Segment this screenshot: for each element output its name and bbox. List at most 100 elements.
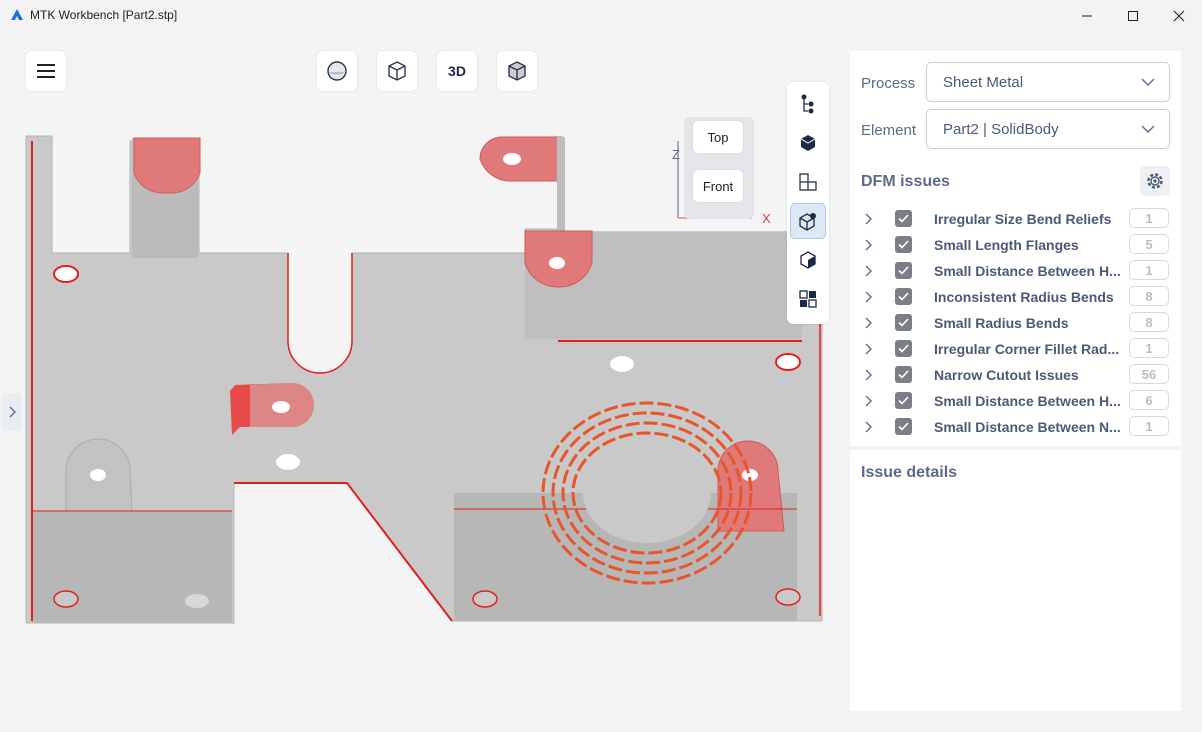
issue-count-badge: 6	[1129, 390, 1169, 410]
sheet-metal-model	[25, 135, 823, 624]
chevron-right-icon[interactable]	[864, 395, 872, 407]
issue-checkbox[interactable]	[895, 314, 912, 331]
maximize-button[interactable]	[1110, 0, 1156, 31]
issue-count-badge: 8	[1129, 312, 1169, 332]
app-logo-icon	[11, 9, 23, 20]
model-tree-button[interactable]	[790, 86, 826, 122]
issue-checkbox[interactable]	[895, 262, 912, 279]
chevron-right-icon[interactable]	[864, 421, 872, 433]
dfm-analysis-button[interactable]	[790, 203, 826, 239]
expand-sidebar-button[interactable]	[2, 393, 22, 431]
issue-count-badge: 1	[1129, 416, 1169, 436]
hamburger-icon	[37, 64, 55, 78]
dfm-settings-button[interactable]	[1140, 166, 1170, 196]
process-label: Process	[861, 75, 916, 92]
issue-row[interactable]: Irregular Corner Fillet Rad... 1	[850, 337, 1181, 363]
solid-view-button[interactable]	[790, 125, 826, 161]
view-cube[interactable]: Top Front	[684, 117, 754, 219]
issue-name: Small Distance Between N...	[934, 419, 1121, 435]
unfold-view-button[interactable]	[790, 242, 826, 278]
issue-row[interactable]: Small Distance Between H... 1	[850, 259, 1181, 285]
issue-checkbox[interactable]	[895, 340, 912, 357]
issue-checkbox[interactable]	[895, 288, 912, 305]
element-select[interactable]: Part2 | SolidBody	[926, 109, 1170, 149]
minimize-button[interactable]	[1064, 0, 1110, 31]
check-icon	[898, 396, 909, 405]
chevron-right-icon[interactable]	[864, 265, 872, 277]
issue-name: Irregular Corner Fillet Rad...	[934, 341, 1120, 357]
process-value: Sheet Metal	[943, 73, 1024, 91]
model-viewport[interactable]: 3D Z X Top Front	[2, 31, 841, 731]
issue-details-title: Issue details	[861, 464, 958, 481]
display-toolbar	[787, 82, 829, 324]
issue-count-badge: 8	[1129, 286, 1169, 306]
element-value: Part2 | SolidBody	[943, 120, 1059, 138]
issue-row[interactable]: Small Distance Between N... 1	[850, 415, 1181, 441]
issue-checkbox[interactable]	[895, 392, 912, 409]
check-icon	[898, 266, 909, 275]
issue-count-badge: 1	[1129, 260, 1169, 280]
flat-pattern-icon	[799, 173, 817, 191]
issue-checkbox[interactable]	[895, 236, 912, 253]
flat-pattern-button[interactable]	[790, 164, 826, 200]
grid-icon	[799, 290, 817, 308]
check-icon	[898, 240, 909, 249]
shaded-view-button[interactable]	[317, 51, 357, 91]
check-icon	[898, 370, 909, 379]
issue-count-badge: 1	[1129, 338, 1169, 358]
issue-count-badge: 1	[1129, 208, 1169, 228]
tree-icon	[801, 94, 814, 114]
issue-row[interactable]: Small Radius Bends 8	[850, 311, 1181, 337]
issue-name: Inconsistent Radius Bends	[934, 289, 1114, 305]
maximize-icon	[1128, 10, 1138, 21]
chevron-down-icon	[1141, 78, 1155, 86]
view-3d-button[interactable]: 3D	[437, 51, 477, 91]
element-label: Element	[861, 122, 917, 139]
issue-count-badge: 56	[1129, 364, 1169, 384]
issue-name: Narrow Cutout Issues	[934, 367, 1079, 383]
chevron-right-icon[interactable]	[864, 343, 872, 355]
issue-name: Small Radius Bends	[934, 315, 1069, 331]
layout-view-button[interactable]	[790, 281, 826, 317]
solid-cube-icon	[800, 135, 816, 151]
axis-z-label: Z	[672, 147, 680, 162]
cube-shaded-icon	[508, 61, 526, 81]
cube-outline-icon	[388, 61, 406, 81]
chevron-right-icon[interactable]	[864, 369, 872, 381]
check-icon	[898, 318, 909, 327]
issue-checkbox[interactable]	[895, 366, 912, 383]
view-cube-front[interactable]: Front	[693, 170, 743, 202]
chevron-right-icon[interactable]	[864, 239, 872, 251]
check-icon	[898, 344, 909, 353]
process-select[interactable]: Sheet Metal	[926, 62, 1170, 102]
issue-name: Small Distance Between H...	[934, 393, 1121, 409]
title-bar: MTK Workbench [Part2.stp]	[0, 0, 1202, 31]
issue-checkbox[interactable]	[895, 418, 912, 435]
dfm-issues-title: DFM issues	[861, 173, 950, 190]
axis-x-label: X	[762, 211, 771, 226]
isometric-view-button[interactable]	[377, 51, 417, 91]
issue-row[interactable]: Narrow Cutout Issues 56	[850, 363, 1181, 389]
section-divider	[850, 446, 1181, 450]
chevron-right-icon	[9, 406, 16, 418]
issue-checkbox[interactable]	[895, 210, 912, 227]
sphere-icon	[327, 61, 347, 81]
chevron-right-icon[interactable]	[864, 317, 872, 329]
cube-highlight-icon	[799, 213, 816, 231]
window-title: MTK Workbench [Part2.stp]	[30, 8, 178, 22]
issue-row[interactable]: Small Distance Between H... 6	[850, 389, 1181, 415]
dfm-panel: Process Sheet Metal Element Part2 | Soli…	[850, 51, 1181, 711]
issue-row[interactable]: Inconsistent Radius Bends 8	[850, 285, 1181, 311]
check-icon	[898, 422, 909, 431]
close-button[interactable]	[1156, 0, 1202, 31]
menu-button[interactable]	[26, 51, 66, 91]
close-icon	[1173, 10, 1185, 21]
chevron-right-icon[interactable]	[864, 291, 872, 303]
view-cube-top[interactable]: Top	[693, 121, 743, 153]
chevron-right-icon[interactable]	[864, 213, 872, 225]
issue-name: Small Distance Between H...	[934, 263, 1121, 279]
check-icon	[898, 214, 909, 223]
wireframe-view-button[interactable]	[497, 51, 537, 91]
